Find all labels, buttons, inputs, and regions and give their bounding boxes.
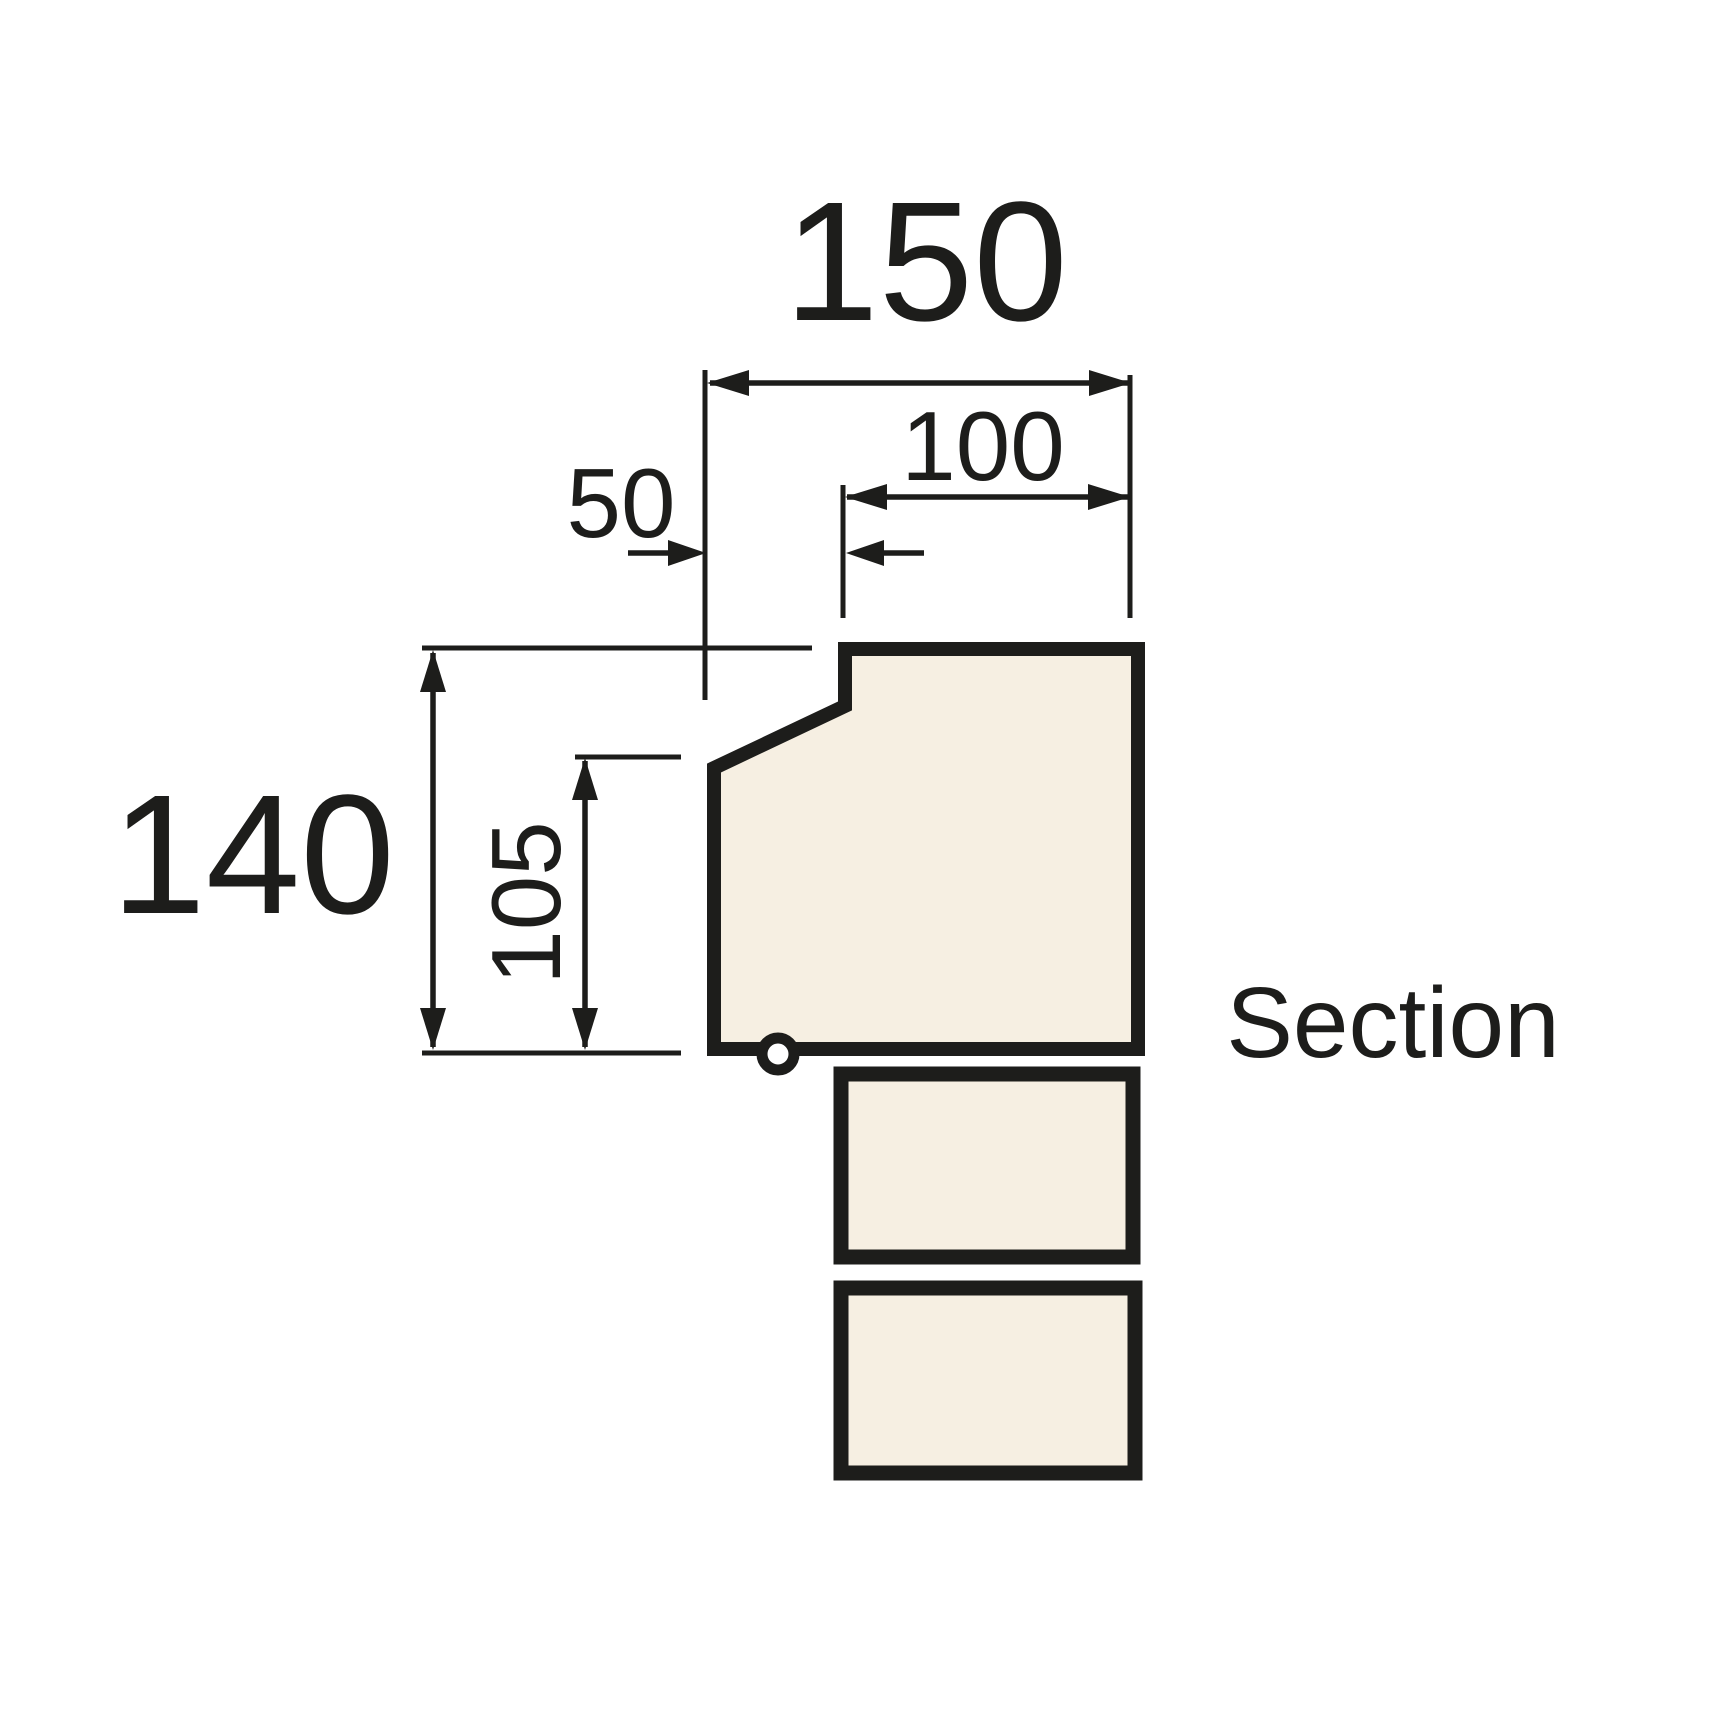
wall-blocks (833, 1066, 1143, 1481)
dim-upper-width-label: 100 (901, 391, 1065, 501)
arrowhead-up-icon (572, 758, 598, 800)
arrowhead-left-icon (845, 484, 887, 510)
wall-block-lower (833, 1280, 1143, 1481)
dim-upper-width: 100 (845, 391, 1130, 510)
arrowhead-down-icon (420, 1008, 446, 1050)
dim-overall-width: 150 (707, 167, 1131, 396)
arrowhead-down-icon (572, 1008, 598, 1050)
drawing-caption: Section (1226, 967, 1560, 1079)
arrowhead-right-icon (1089, 370, 1131, 396)
arrowhead-left-icon (846, 540, 884, 566)
dim-splay-width: 50 (566, 448, 924, 566)
stone-profile (707, 642, 1145, 1076)
dim-overall-height: 140 (111, 650, 446, 1050)
dim-overall-width-label: 150 (784, 167, 1068, 357)
arrowhead-up-icon (420, 650, 446, 692)
arrowhead-right-icon (1088, 484, 1130, 510)
extension-lines (422, 370, 1133, 1056)
drip-groove (756, 1032, 800, 1076)
dim-face-height: 105 (471, 758, 598, 1050)
wall-block-upper (833, 1066, 1141, 1265)
dim-overall-height-label: 140 (111, 760, 395, 950)
coping-section-outline (707, 642, 1145, 1056)
arrowhead-right-icon (668, 540, 706, 566)
arrowhead-left-icon (707, 370, 749, 396)
dim-splay-width-label: 50 (566, 448, 675, 558)
dim-face-height-label: 105 (471, 821, 581, 985)
